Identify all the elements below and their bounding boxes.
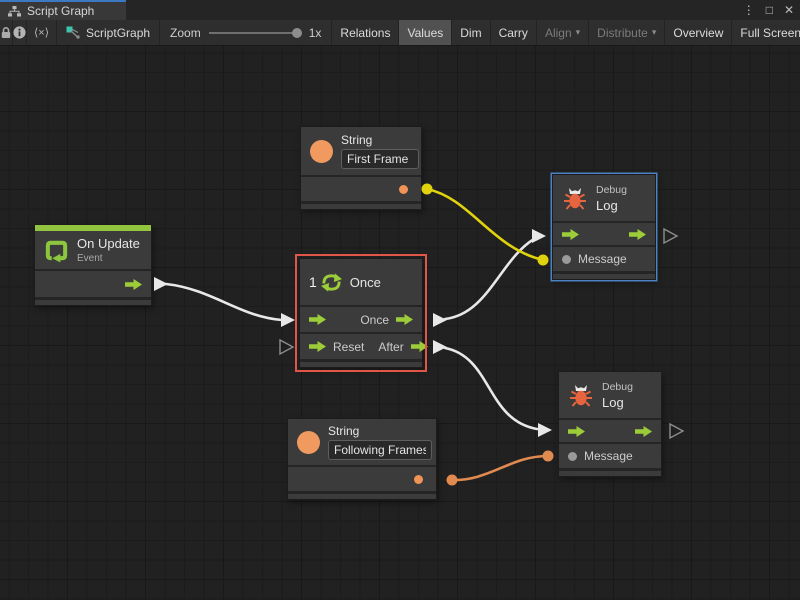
chevron-down-icon: ▾ xyxy=(575,27,581,37)
loop-arrow-icon xyxy=(45,240,68,263)
chevron-down-icon: ▾ xyxy=(651,27,657,37)
node-debug-log-top[interactable]: Debug Log Message xyxy=(552,174,656,280)
node-footer xyxy=(559,468,661,476)
string-value-input[interactable] xyxy=(328,440,432,460)
node-string-following-frames[interactable]: String xyxy=(287,418,437,500)
title-bar: Script Graph ⋮ □ ✕ xyxy=(0,0,800,20)
string-output-port[interactable] xyxy=(399,184,408,194)
once-counter: 1 xyxy=(309,274,317,290)
bug-icon xyxy=(564,188,586,210)
port-label-after: After xyxy=(378,339,404,354)
port-label-message: Message xyxy=(584,449,633,463)
port-label-once: Once xyxy=(360,312,389,327)
flow-input-port-icon[interactable] xyxy=(309,314,326,325)
node-title: Log xyxy=(596,197,618,213)
node-on-update[interactable]: On Update Event xyxy=(34,224,152,306)
edit-source-button[interactable]: ⟨×⟩ xyxy=(27,20,58,45)
node-title: String xyxy=(328,424,360,438)
toolbar-button-distribute[interactable]: Distribute ▾ xyxy=(589,20,666,45)
node-category: Debug xyxy=(596,183,627,196)
string-type-icon xyxy=(297,430,320,454)
node-footer xyxy=(288,491,436,499)
flow-input-port-icon[interactable] xyxy=(568,425,585,437)
message-input-port[interactable] xyxy=(562,254,571,264)
tab-title: Script Graph xyxy=(27,4,95,18)
port-label-reset: Reset xyxy=(333,339,365,354)
window-menu-icon[interactable]: ⋮ xyxy=(742,3,755,17)
window-close-icon[interactable]: ✕ xyxy=(783,3,794,17)
toolbar-button-carry[interactable]: Carry xyxy=(491,20,537,45)
code-icon: ⟨×⟩ xyxy=(34,27,50,39)
node-category: Debug xyxy=(602,380,633,393)
info-icon xyxy=(13,26,26,39)
toolbar-button-align[interactable]: Align ▾ xyxy=(537,20,590,45)
message-input-port[interactable] xyxy=(568,451,577,461)
zoom-slider[interactable] xyxy=(208,27,302,38)
toolbar-button-overview[interactable]: Overview xyxy=(665,20,733,45)
node-title: String xyxy=(341,133,373,147)
flow-output-port-icon[interactable] xyxy=(635,425,652,437)
lock-icon xyxy=(1,26,11,38)
graph-name: ScriptGraph xyxy=(86,25,151,40)
lock-button[interactable] xyxy=(0,20,13,45)
bug-icon xyxy=(570,385,592,407)
string-output-port[interactable] xyxy=(414,474,423,484)
node-title: On Update xyxy=(77,236,140,251)
script-graph-icon xyxy=(66,26,80,38)
graph-hierarchy-icon xyxy=(8,5,21,16)
zoom-label: Zoom xyxy=(170,25,201,40)
graph-breadcrumb[interactable]: ScriptGraph xyxy=(57,20,161,45)
node-footer xyxy=(553,271,655,279)
flow-input-port-icon[interactable] xyxy=(309,341,326,352)
flow-input-port-icon[interactable] xyxy=(562,228,579,240)
node-string-first-frame[interactable]: String xyxy=(300,126,422,210)
inspect-button[interactable] xyxy=(13,20,27,45)
toolbar-button-fullscreen[interactable]: Full Screen xyxy=(740,25,800,40)
node-title: Log xyxy=(602,394,624,410)
flow-output-port-icon[interactable] xyxy=(410,341,428,352)
cycle-arrows-icon xyxy=(320,272,342,292)
event-accent-bar xyxy=(35,225,151,231)
node-title: Once xyxy=(349,274,381,290)
toolbar-button-dim[interactable]: Dim xyxy=(452,20,491,45)
zoom-control: Zoom 1x xyxy=(160,20,333,45)
zoom-value: 1x xyxy=(308,25,322,40)
string-value-input[interactable] xyxy=(341,149,419,169)
window-maximize-icon[interactable]: □ xyxy=(765,3,773,17)
flow-output-port-icon[interactable] xyxy=(396,314,413,325)
toolbar-button-relations[interactable]: Relations xyxy=(332,20,400,45)
node-debug-log-bottom[interactable]: Debug Log Message xyxy=(558,371,662,477)
toolbar-button-values[interactable]: Values xyxy=(399,20,453,45)
flow-output-port-icon[interactable] xyxy=(125,278,142,290)
node-subtitle: Event xyxy=(77,253,103,264)
tab-script-graph[interactable]: Script Graph xyxy=(0,0,126,20)
string-type-icon xyxy=(310,139,333,163)
node-footer xyxy=(35,297,151,305)
node-footer xyxy=(300,359,422,367)
node-footer xyxy=(301,201,421,209)
port-label-message: Message xyxy=(578,252,627,266)
graph-toolbar: ⟨×⟩ ScriptGraph Zoom 1x Relations Values… xyxy=(0,20,800,46)
node-once[interactable]: 1 Once Once Reset After xyxy=(295,254,428,372)
zoom-slider-handle[interactable] xyxy=(291,27,302,38)
flow-output-port-icon[interactable] xyxy=(629,228,646,240)
